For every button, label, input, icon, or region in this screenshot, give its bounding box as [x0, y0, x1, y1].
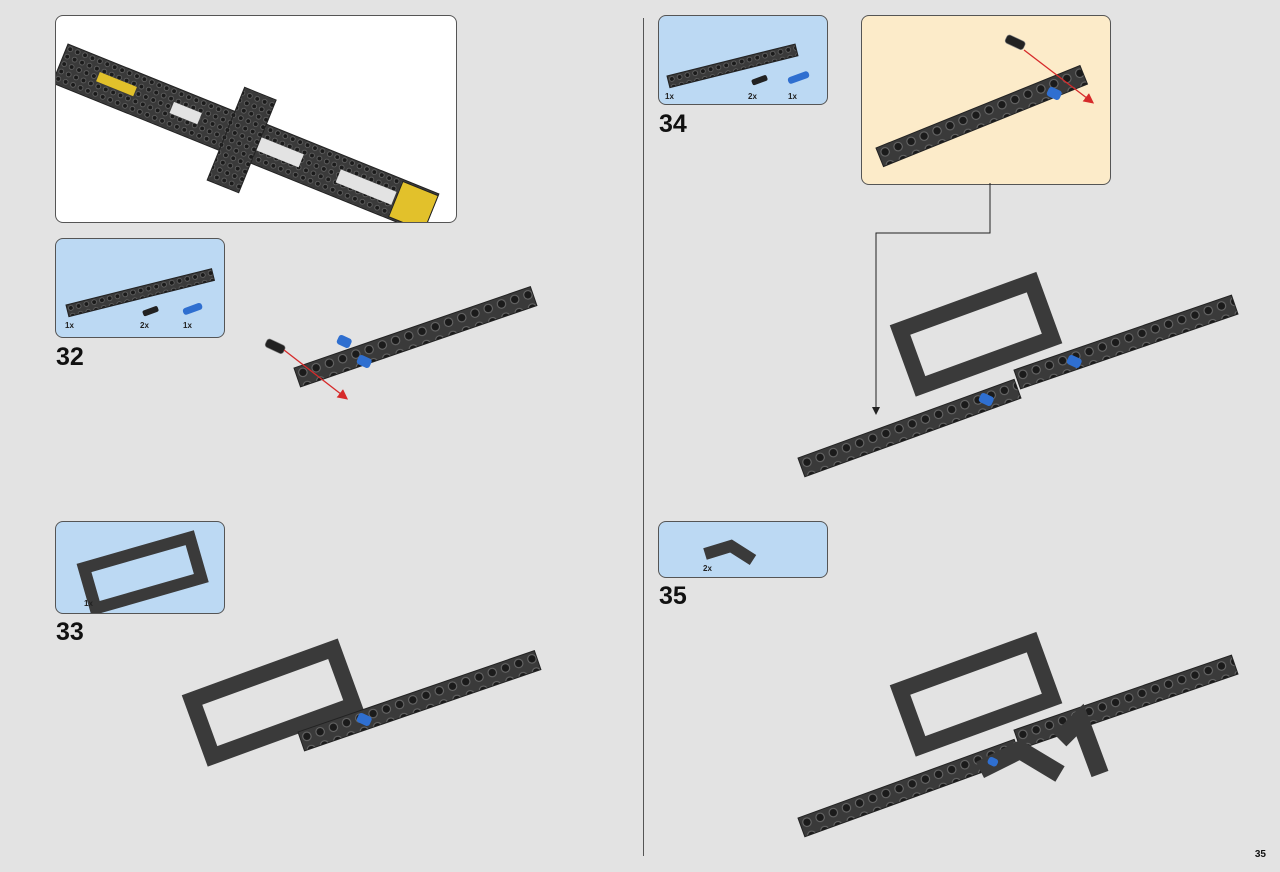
black-pin-icon: [1004, 34, 1026, 50]
step-number: 35: [659, 582, 687, 610]
part-qty: 1x: [183, 321, 192, 330]
part-qty: 1x: [665, 92, 674, 101]
preview-box: [55, 15, 457, 223]
parts-list-step-32: 1x 2x 1x: [55, 238, 225, 338]
black-pin-icon: [264, 338, 286, 354]
blue-axle-pin-icon: [182, 303, 203, 315]
blue-axle-pin-icon: [787, 71, 810, 84]
blue-axle-pin-icon: [987, 756, 999, 767]
insert-arrow-icon: [1023, 49, 1095, 104]
part-qty: 1x: [65, 321, 74, 330]
step-number: 32: [56, 343, 84, 371]
sub-assembly-callout: [861, 15, 1111, 185]
part-qty: 2x: [748, 92, 757, 101]
technic-angled-beam-icon: [703, 539, 757, 566]
part-qty: 2x: [140, 321, 149, 330]
parts-list-step-33: 1x: [55, 521, 225, 614]
technic-beam-icon: [666, 43, 810, 89]
page-number: 35: [1254, 849, 1266, 860]
technic-frame-icon: [76, 530, 209, 613]
step-33-illustration: [181, 638, 542, 767]
parts-list-step-34: 1x 2x 1x: [658, 15, 828, 105]
step-number: 33: [56, 618, 84, 646]
part-qty: 1x: [84, 599, 93, 608]
black-pin-icon: [751, 75, 768, 86]
blue-axle-pin-icon: [356, 354, 372, 368]
parts-list-step-35: 2x: [658, 521, 828, 578]
step-34-illustration: [797, 271, 1239, 478]
step-35-illustration: [797, 631, 1239, 838]
insert-arrow-icon: [283, 349, 349, 400]
technic-beam-icon: [65, 268, 216, 318]
blue-axle-pin-icon: [1066, 354, 1082, 368]
page-divider: [643, 18, 644, 856]
blue-axle-pin-icon: [336, 334, 352, 348]
blue-axle-pin-icon: [978, 392, 994, 406]
callout-illustration: [875, 34, 1095, 168]
black-pin-icon: [142, 306, 159, 317]
assembled-chassis-illustration: [56, 43, 440, 222]
callout-connector-arrow: [872, 183, 991, 415]
part-qty: 1x: [788, 92, 797, 101]
blue-axle-pin-icon: [356, 712, 372, 726]
blue-axle-pin-icon: [1046, 86, 1062, 100]
step-number: 34: [659, 110, 687, 138]
part-qty: 2x: [703, 564, 712, 573]
step-32-illustration: [264, 285, 538, 400]
